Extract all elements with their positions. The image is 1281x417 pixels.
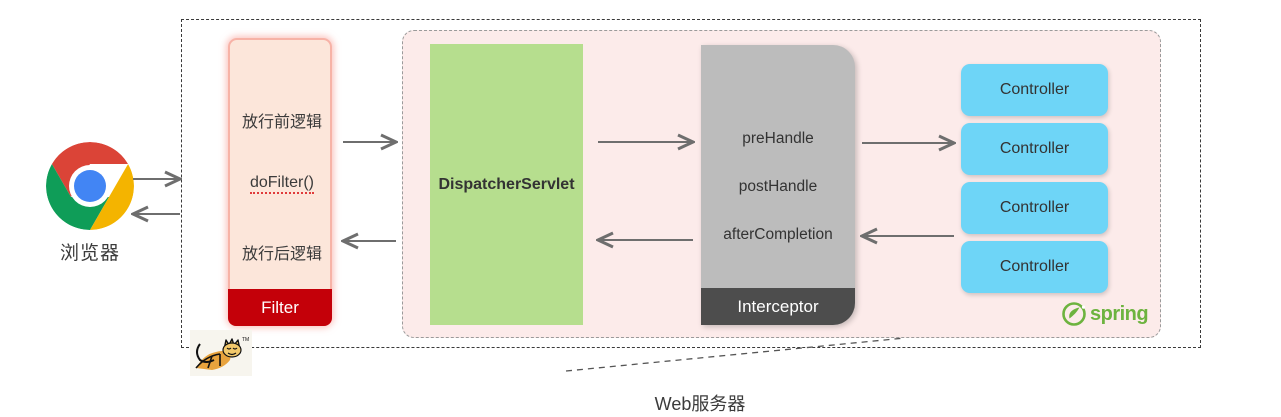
interceptor-posthandle-label: postHandle bbox=[738, 178, 818, 195]
filter-box: 放行前逻辑 doFilter() 放行后逻辑 Filter bbox=[228, 38, 332, 326]
controller-box: Controller bbox=[961, 182, 1108, 234]
dispatcher-servlet-box: DispatcherServlet bbox=[430, 44, 583, 325]
dispatcher-servlet-label: DispatcherServlet bbox=[438, 175, 575, 193]
filter-footer-label: Filter bbox=[228, 289, 332, 326]
interceptor-footer-label: Interceptor bbox=[701, 288, 855, 325]
filter-post-logic-label: 放行后逻辑 bbox=[241, 246, 322, 263]
spring-logo: spring bbox=[1062, 300, 1152, 328]
controller-box: Controller bbox=[961, 241, 1108, 293]
spring-leaf-icon bbox=[1062, 302, 1086, 326]
svg-text:TM: TM bbox=[242, 337, 249, 343]
chrome-browser-icon bbox=[46, 142, 134, 230]
interceptor-prehandle-label: preHandle bbox=[742, 130, 814, 147]
filter-pre-logic-label: 放行前逻辑 bbox=[241, 114, 322, 131]
filter-dofilter-label: doFilter() bbox=[230, 174, 334, 194]
interceptor-box: preHandle postHandle afterCompletion Int… bbox=[701, 45, 855, 325]
browser-group: 浏览器 bbox=[20, 138, 160, 288]
web-server-label: Web服务器 bbox=[654, 394, 746, 414]
browser-label: 浏览器 bbox=[59, 243, 120, 264]
tomcat-cat-icon: TM bbox=[190, 330, 252, 376]
controller-box: Controller bbox=[961, 64, 1108, 116]
interceptor-aftercompletion-label: afterCompletion bbox=[723, 226, 833, 243]
filter-dofilter-text: doFilter() bbox=[249, 174, 314, 194]
controller-box: Controller bbox=[961, 123, 1108, 175]
spring-wordmark: spring bbox=[1090, 303, 1149, 325]
